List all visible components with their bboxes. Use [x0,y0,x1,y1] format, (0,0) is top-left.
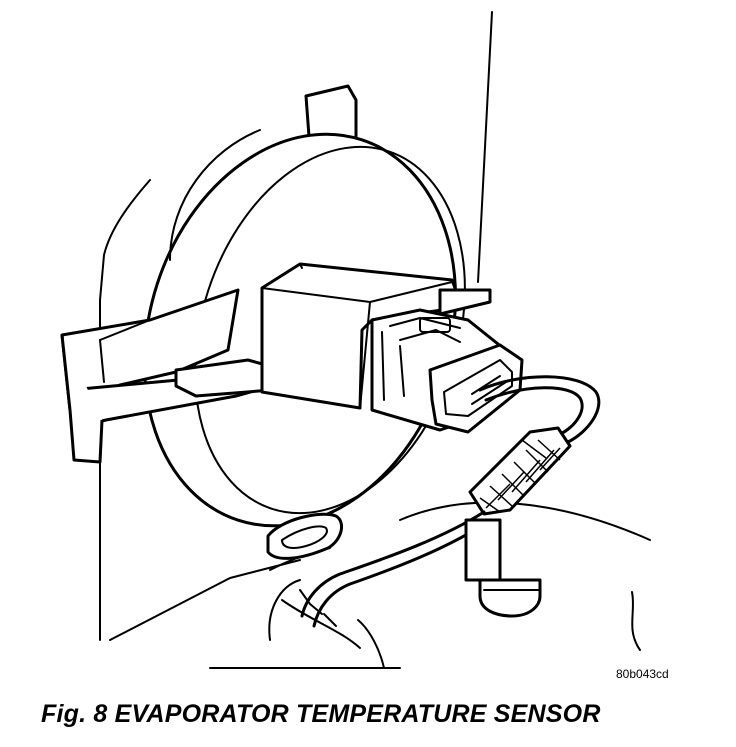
electrical-connector [370,308,524,434]
grommet-slot [266,512,344,560]
drain-tube [464,518,542,618]
wire-sleeve [468,426,572,516]
housing-outline [99,11,651,651]
lower-hose [209,579,401,669]
sensor-wires [478,375,601,444]
sensor-body [260,262,492,410]
image-code-label: 80b043cd [616,667,669,681]
figure-caption: Fig. 8 EVAPORATOR TEMPERATURE SENSOR [41,700,601,728]
